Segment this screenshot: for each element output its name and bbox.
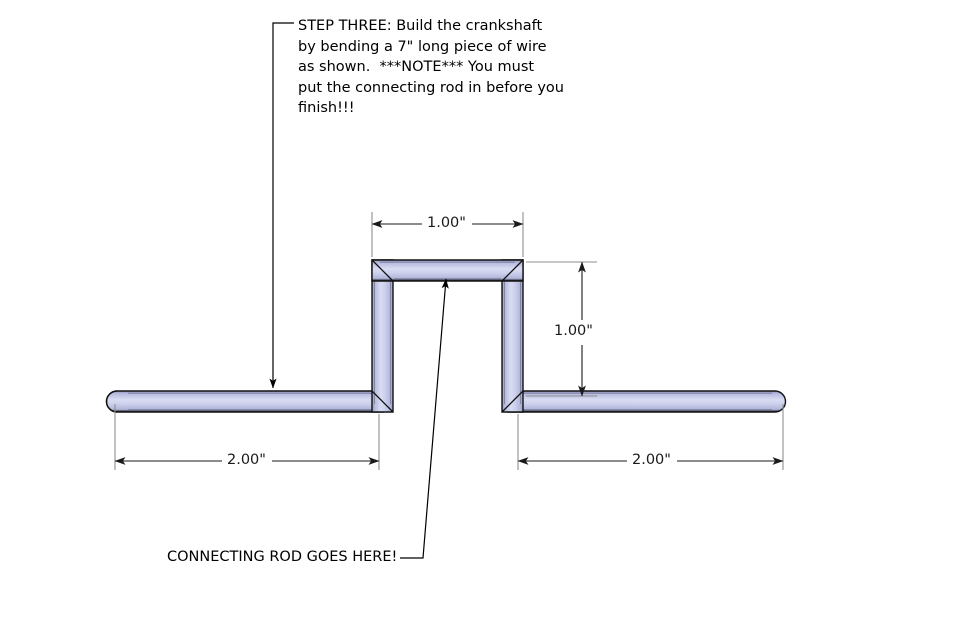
leader-connecting-rod-note: [400, 278, 449, 559]
wire-segment-right-arm: [507, 390, 787, 413]
dimension-top-throw: [371, 212, 524, 257]
connecting-rod-note: CONNECTING ROD GOES HERE!: [167, 549, 398, 565]
wire-miter-joints: [371, 259, 524, 413]
wire-segment-right-riser: [501, 259, 524, 413]
dimension-label-top-throw: 1.00": [424, 215, 469, 231]
dimension-left-arm: [114, 404, 380, 470]
leader-step-note: [269, 22, 294, 389]
dimension-label-left-arm: 2.00": [224, 452, 269, 468]
dimension-label-throw-height: 1.00": [551, 323, 596, 339]
wire-segment-left-riser: [371, 259, 394, 413]
dimension-throw-height: [526, 261, 597, 397]
wire-segment-top-throw: [371, 259, 524, 282]
step-three-note: STEP THREE: Build the crankshaft by bend…: [298, 18, 564, 116]
wire-segment-left-arm: [105, 390, 384, 413]
dimension-label-right-arm: 2.00": [629, 452, 674, 468]
dimension-right-arm: [517, 404, 784, 470]
